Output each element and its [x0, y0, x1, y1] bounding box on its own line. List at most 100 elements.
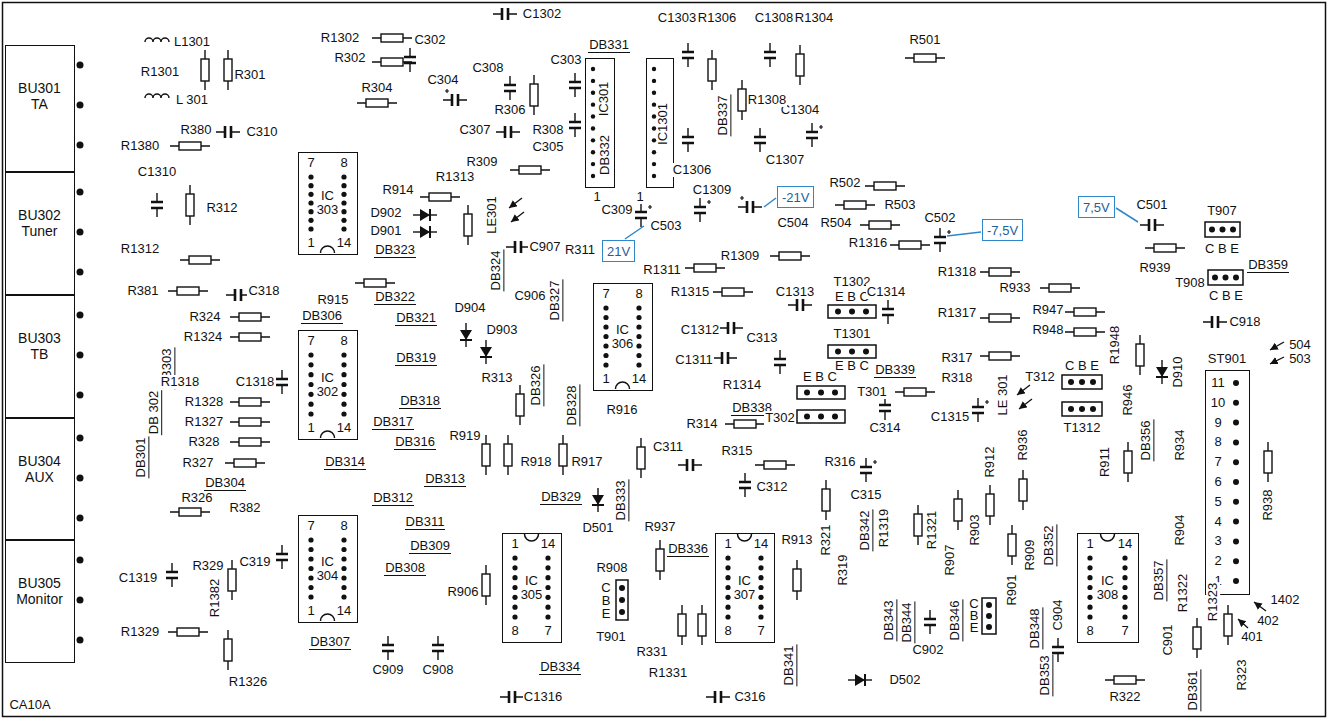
pin-dot	[1233, 380, 1239, 386]
part-label: R304	[360, 81, 393, 95]
pin-dot	[341, 226, 346, 231]
part-label: R315	[720, 444, 753, 458]
ic-notch	[321, 246, 335, 253]
pin-dot	[725, 555, 730, 560]
part-label: R318	[940, 371, 973, 385]
pin-dot	[308, 218, 313, 223]
resistor-symbol	[986, 485, 994, 525]
capacitor-symbol	[972, 398, 989, 422]
node-text: ST901	[1208, 352, 1246, 366]
part-label: R1326	[228, 675, 268, 689]
part-label: R301	[233, 68, 266, 82]
pin-dot	[512, 555, 517, 560]
node-text: 11	[1211, 376, 1225, 390]
pin-dot	[652, 67, 656, 71]
pin-dot	[545, 614, 550, 619]
node-text: 7	[1214, 455, 1221, 469]
pin-dot	[308, 362, 313, 367]
pin-dot	[636, 305, 641, 310]
resistor-symbol	[1008, 525, 1016, 565]
connector-socket: BU303 TB	[5, 295, 75, 418]
part-label: C304	[426, 73, 459, 87]
pin-dot	[591, 150, 595, 154]
ic-package: IC1301	[646, 58, 674, 188]
part-label: C1310	[137, 165, 177, 179]
part-label: C906	[513, 289, 546, 303]
pin-dot	[341, 372, 346, 377]
part-label: R1317	[937, 306, 977, 320]
part-label: C1307	[765, 153, 805, 167]
part-label: R946	[1121, 383, 1135, 416]
part-label: R948	[1031, 323, 1064, 337]
resistor-symbol	[464, 205, 472, 245]
part-label: R1329	[120, 625, 160, 639]
connector-socket: BU304 AUX	[5, 418, 75, 540]
part-label: R917	[570, 455, 603, 469]
capacitor-symbol	[216, 126, 240, 138]
part-label: R317	[940, 351, 973, 365]
part-label: T1312	[1063, 421, 1102, 435]
pin-dot	[758, 614, 763, 619]
voltage-tag: -7,5V	[982, 219, 1023, 241]
node-text: 14	[632, 372, 646, 386]
resistor-symbol	[793, 560, 801, 600]
pin-dot	[341, 392, 346, 397]
resistor-symbol	[224, 50, 232, 90]
diode-symbol	[1156, 360, 1168, 384]
node-text: 1	[724, 537, 731, 551]
part-label: DB314	[324, 455, 366, 470]
diode-symbol	[480, 340, 492, 364]
pin-dot	[1122, 555, 1127, 560]
part-label: R1327	[184, 415, 224, 429]
part-label: DB307	[309, 635, 351, 650]
part-label: C313	[745, 331, 778, 345]
part-label: DB342	[859, 509, 874, 551]
capacitor-symbol	[924, 610, 936, 634]
pin-dot	[341, 209, 346, 214]
voltage-tag: 7,5V	[1078, 196, 1115, 218]
resistor-symbol	[708, 50, 716, 90]
resistor-symbol	[355, 279, 395, 287]
part-label: DB359	[1247, 258, 1289, 273]
part-label: R326	[180, 491, 213, 505]
part-label: DB327	[549, 279, 564, 321]
part-label: DB361	[1187, 669, 1202, 711]
pin-dot	[1233, 558, 1239, 564]
pin-dot	[1122, 605, 1127, 610]
socket-pins	[77, 62, 84, 644]
part-label: R938	[1261, 488, 1275, 521]
part-label: DB316	[394, 435, 436, 450]
pin-dot	[308, 411, 313, 416]
voltage-tag: -21V	[777, 186, 814, 208]
part-label: R313	[480, 371, 513, 385]
node-text: 8	[724, 624, 731, 638]
resistor-symbol	[1065, 328, 1105, 336]
pin-dot	[308, 226, 313, 231]
node-text: 14	[754, 537, 768, 551]
pin-dot	[341, 174, 346, 179]
pin-dot	[725, 605, 730, 610]
part-label: C1303	[657, 11, 697, 25]
capacitor-symbol	[504, 76, 516, 100]
part-label: C904	[1051, 598, 1065, 631]
capacitor-symbol	[764, 43, 776, 67]
resistor-symbol	[1193, 618, 1201, 658]
part-label: DB326	[530, 364, 545, 406]
pin-dot	[591, 67, 595, 71]
part-label: T312	[1024, 370, 1056, 384]
part-label: C307	[458, 123, 491, 137]
node-text: IC 307	[730, 574, 760, 602]
part-label: R919	[448, 429, 481, 443]
pin-dot	[1087, 585, 1092, 590]
resistor-symbol	[230, 398, 270, 406]
resistor-symbol	[1224, 605, 1232, 645]
capacitor-symbol	[226, 289, 250, 301]
transistor-footprint	[616, 222, 1243, 634]
part-label: R1313	[435, 170, 475, 184]
part-label: DB311	[405, 515, 446, 530]
part-label: DB312	[372, 491, 414, 506]
ic-notch	[1101, 534, 1115, 541]
part-label: R504	[819, 216, 852, 230]
part-label: DB 302	[148, 389, 163, 434]
resistor-symbol	[230, 438, 270, 446]
